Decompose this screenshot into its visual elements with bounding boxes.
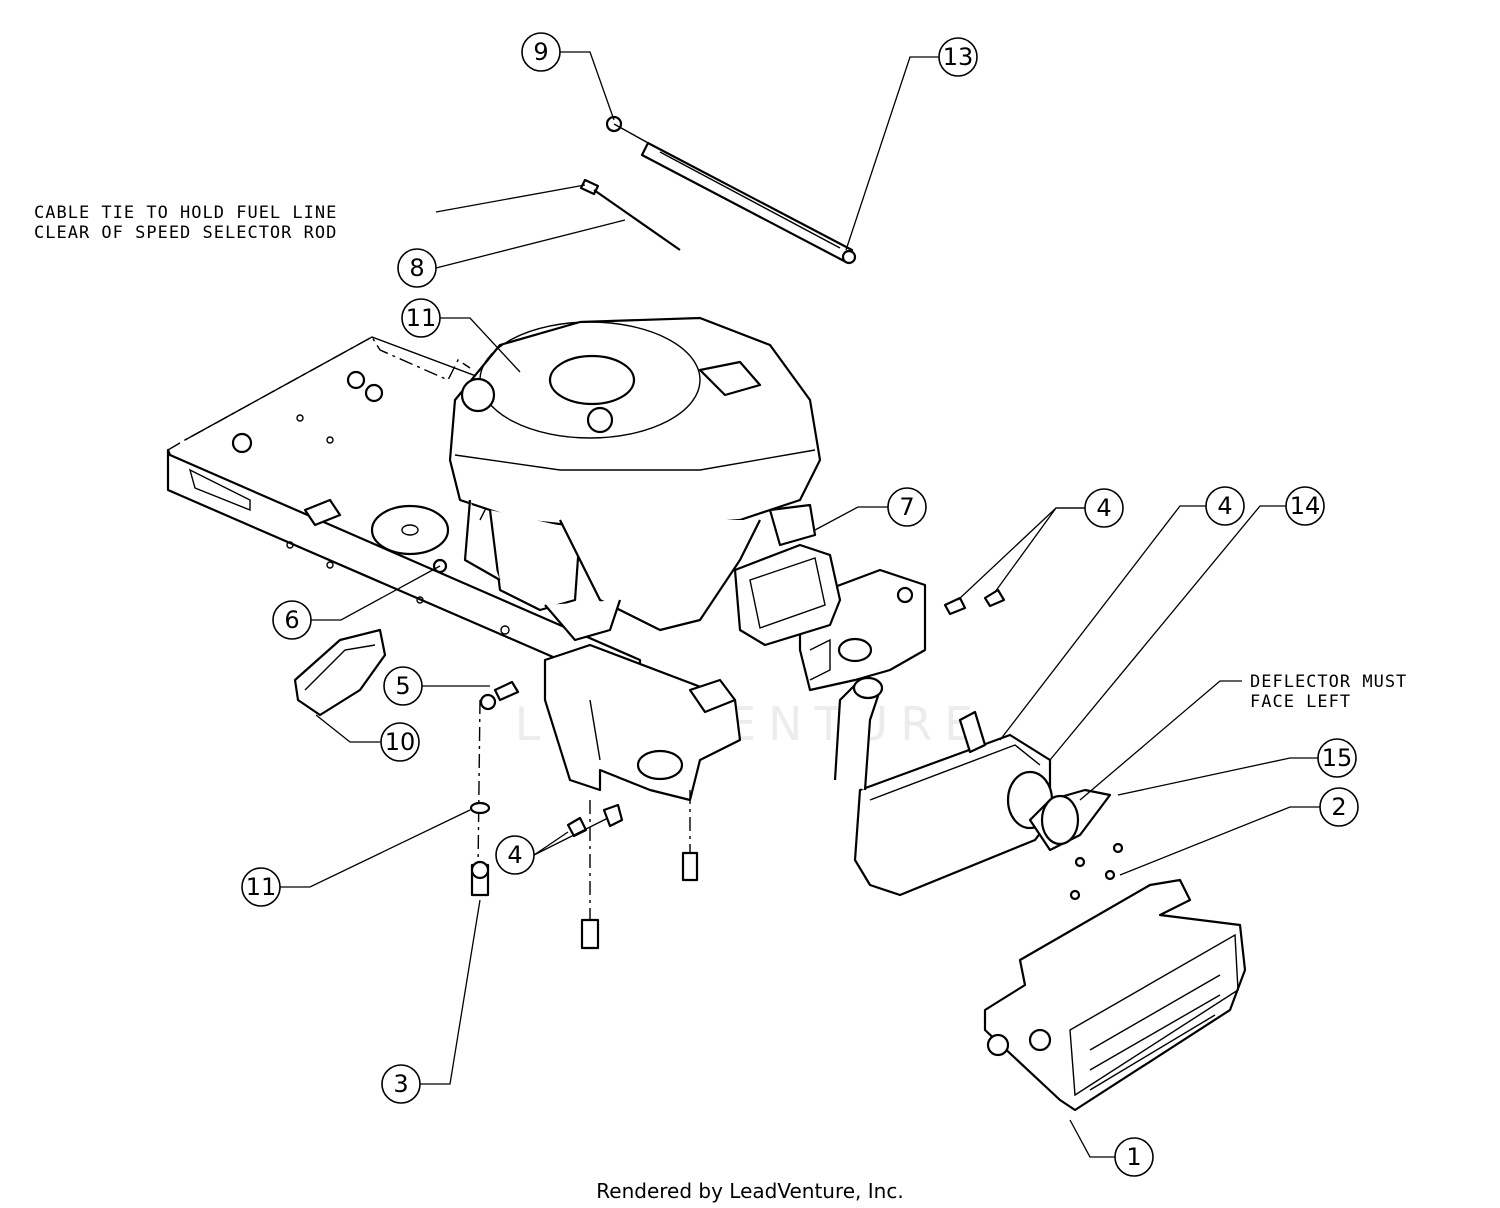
callout-1: 1 (1114, 1137, 1154, 1177)
callout-13: 13 (938, 37, 978, 77)
deflector (1028, 788, 1112, 852)
svg-text:1: 1 (1126, 1143, 1141, 1171)
engine (448, 316, 822, 642)
footer-credit: Rendered by LeadVenture, Inc. (596, 1179, 903, 1203)
fasteners (432, 558, 1124, 950)
svg-text:11: 11 (246, 873, 277, 901)
svg-text:13: 13 (943, 43, 974, 71)
speed-selector-rod (640, 141, 857, 265)
callout-10: 10 (380, 722, 420, 762)
svg-text:4: 4 (1217, 492, 1232, 520)
cable-tie-note-line1: CABLE TIE TO HOLD FUEL LINE (34, 203, 337, 223)
svg-text:8: 8 (409, 254, 424, 282)
callout-7: 7 (887, 487, 927, 527)
svg-text:14: 14 (1290, 492, 1321, 520)
svg-text:9: 9 (533, 38, 548, 66)
cable-tie (579, 178, 681, 251)
svg-text:4: 4 (1096, 494, 1111, 522)
svg-text:5: 5 (395, 672, 410, 700)
engine-mount-bracket (543, 643, 742, 802)
callout-9: 9 (521, 32, 561, 72)
heat-shield (983, 878, 1247, 1112)
callout-2: 2 (1319, 787, 1359, 827)
callout-4-a: 4 (1084, 488, 1124, 528)
svg-text:11: 11 (406, 304, 437, 332)
svg-text:3: 3 (393, 1070, 408, 1098)
svg-text:6: 6 (284, 606, 299, 634)
callout-14: 14 (1285, 486, 1325, 526)
deflector-note-line1: DEFLECTOR MUST (1250, 672, 1407, 692)
callout-6: 6 (272, 600, 312, 640)
callout-4-b: 4 (1205, 486, 1245, 526)
svg-text:7: 7 (899, 493, 914, 521)
callout-11-top: 11 (401, 298, 441, 338)
svg-text:10: 10 (385, 728, 416, 756)
air-filter-housing (733, 503, 842, 647)
callout-11-bottom: 11 (241, 867, 281, 907)
leader-lines (280, 51, 1320, 1158)
cable-tie-note-line2: CLEAR OF SPEED SELECTOR ROD (34, 223, 337, 243)
rod-clip (605, 115, 651, 145)
deflector-note-line2: FACE LEFT (1250, 692, 1351, 712)
svg-text:2: 2 (1331, 793, 1346, 821)
belt-guard (293, 628, 387, 717)
svg-text:15: 15 (1322, 744, 1353, 772)
callout-15: 15 (1317, 738, 1357, 778)
callout-8: 8 (397, 248, 437, 288)
callout-4-c: 4 (495, 835, 535, 875)
callout-3: 3 (381, 1064, 421, 1104)
svg-text:4: 4 (507, 841, 522, 869)
callout-5: 5 (383, 666, 423, 706)
